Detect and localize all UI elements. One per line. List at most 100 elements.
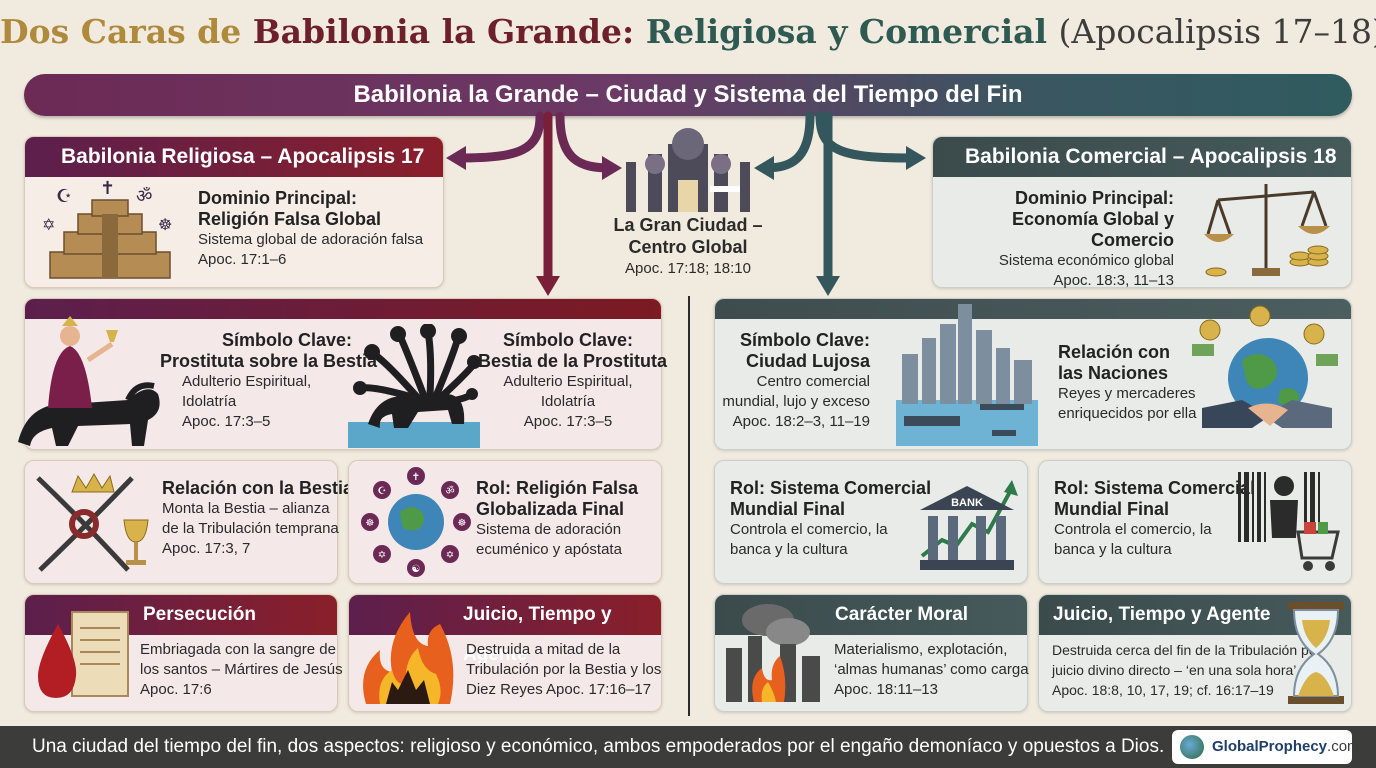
title-part-3: Religiosa y Comercial xyxy=(645,12,1048,51)
religions-globe-icon: ✝ॐ☸✡ ☯✡☸☪ xyxy=(361,467,471,577)
beast-relation-h: Relación con la Bestia xyxy=(162,478,354,498)
beast-symbol-ref: Apoc. 17:3–5 xyxy=(523,413,613,430)
role-commerce-1-h2: Mundial Final xyxy=(730,499,845,519)
title-part-4: (Apocalipsis 17–18) xyxy=(1058,12,1376,51)
beast-relation-text: Relación con la Bestia Monta la Bestia –… xyxy=(162,478,354,559)
scales-icon xyxy=(1204,184,1330,277)
judgment-right-ref: Apoc. 18:8, 10, 17, 19; cf. 16:17–19 xyxy=(1052,682,1274,698)
religious-symbols-bar xyxy=(25,299,661,319)
svg-text:ॐ: ॐ xyxy=(445,485,454,497)
slave-cart-icon xyxy=(1238,472,1340,571)
svg-text:✡: ✡ xyxy=(378,550,386,561)
role-religion-h1: Rol: Religión Falsa xyxy=(476,478,639,498)
city-symbol-ref: Apoc. 18:2–3, 11–19 xyxy=(732,413,870,430)
beast-relation-ref: Apoc. 17:3, 7 xyxy=(162,540,251,557)
city-icon xyxy=(626,128,750,212)
svg-text:☸: ☸ xyxy=(366,518,375,529)
logo-name: GlobalProphecy xyxy=(1212,738,1328,755)
center-title-1: La Gran Ciudad – xyxy=(613,215,763,235)
judgment-right-d2: juicio divino directo – ‘en una sola hor… xyxy=(1052,662,1297,678)
city-symbol-d1: Centro comercial xyxy=(756,373,870,390)
chains-crown-cup-icon xyxy=(36,472,149,572)
svg-text:✝: ✝ xyxy=(100,180,115,199)
burning-city-icon xyxy=(726,604,820,702)
money-globe-handshake-icon xyxy=(1192,305,1338,428)
footer-caption: Una ciudad del tiempo del fin, dos aspec… xyxy=(0,726,1376,768)
judgment-right-text: Destruida cerca del fin de la Tribulació… xyxy=(1052,640,1321,700)
seven-headed-beast-icon xyxy=(348,324,480,448)
svg-text:☪: ☪ xyxy=(378,486,387,497)
blood-scroll-icon xyxy=(38,611,129,698)
beast-symbol-d1: Adulterio Espiritual, xyxy=(503,373,633,390)
role-commerce-text-2: Rol: Sistema Comercial Mundial Final Con… xyxy=(1054,478,1256,560)
judgment-left-d3: Diez Reyes Apoc. 17:16–17 xyxy=(466,681,652,698)
persecution-ref: Apoc. 17:6 xyxy=(140,681,212,698)
nations-text: Relación con las Naciones Reyes y mercad… xyxy=(1058,342,1208,424)
role-commerce-1-h1: Rol: Sistema Comercial xyxy=(730,478,932,498)
svg-text:☸: ☸ xyxy=(458,518,467,529)
role-commerce-1-d2: banca y la cultura xyxy=(730,541,848,558)
role-religion-text: Rol: Religión Falsa Globalizada Final Si… xyxy=(476,478,660,560)
beast-symbol-d2: Idolatría xyxy=(540,393,596,410)
religious-domain-ref: Apoc. 17:1–6 xyxy=(198,251,287,268)
judgment-left-d2: Tribulación por la Bestia y los xyxy=(466,661,662,678)
bank-sign: BANK xyxy=(951,497,983,509)
role-religion-d2: ecuménico y apóstata xyxy=(476,541,622,558)
religious-domain-text: Dominio Principal: Religión Falsa Global… xyxy=(198,188,438,270)
role-religion-d1: Sistema de adoración xyxy=(476,521,622,538)
religious-domain-desc: Sistema global de adoración falsa xyxy=(198,231,424,248)
persecution-text: Embriagada con la sangre de los santos –… xyxy=(140,640,343,700)
site-logo[interactable]: GlobalProphecy.com xyxy=(1172,730,1360,764)
nations-d1: Reyes y mercaderes xyxy=(1058,385,1196,402)
judgment-left-text: Destruida a mitad de la Tribulación por … xyxy=(466,640,662,700)
logo-suffix: .com xyxy=(1327,738,1360,755)
beast-symbol-h2: Bestia de la Prostituta xyxy=(478,351,668,371)
role-commerce-2-h1: Rol: Sistema Comercial xyxy=(1054,478,1256,498)
city-symbol-text: Símbolo Clave: Ciudad Lujosa Centro come… xyxy=(718,330,870,432)
prostitute-symbol-ref: Apoc. 17:3–5 xyxy=(182,413,271,430)
commercial-domain-desc: Sistema económico global xyxy=(998,252,1174,269)
role-commerce-1-d1: Controla el comercio, la xyxy=(730,521,888,538)
svg-text:✡: ✡ xyxy=(42,215,55,234)
title-part-1: Dos Caras de xyxy=(0,12,242,51)
moral-ref: Apoc. 18:11–13 xyxy=(834,681,938,698)
prostitute-symbol-text: Símbolo Clave: xyxy=(150,330,352,351)
persecution-d2: los santos – Mártires de Jesús xyxy=(140,661,343,678)
religious-domain-h1: Dominio Principal: xyxy=(198,188,358,208)
globe-icon xyxy=(1180,735,1204,759)
moral-d2: ‘almas humanas’ como carga xyxy=(834,661,1029,678)
judgment-left-d1: Destruida a mitad de la xyxy=(466,641,621,658)
woman-on-beast-icon xyxy=(18,316,160,446)
nations-h1: Relación con xyxy=(1058,342,1171,362)
role-commerce-text-1: Rol: Sistema Comercial Mundial Final Con… xyxy=(730,478,932,560)
commercial-domain-h2: Economía Global y Comercio xyxy=(1011,209,1174,250)
religious-domain-h2: Religión Falsa Global xyxy=(198,209,382,229)
page-title: Dos Caras de Babilonia la Grande: Religi… xyxy=(0,12,1376,51)
prostitute-symbol-d2: Idolatría xyxy=(182,393,237,410)
title-part-2: Babilonia la Grande: xyxy=(252,12,635,51)
commercial-header: Babilonia Comercial – Apocalipsis 18 xyxy=(933,137,1351,177)
prostitute-symbol-detail: Prostituta sobre la Bestia Adulterio Esp… xyxy=(160,351,378,432)
city-symbol-h2: Ciudad Lujosa xyxy=(745,351,870,371)
role-commerce-card-2 xyxy=(1038,460,1352,584)
hourglass-icon xyxy=(1288,602,1344,704)
fire-icon xyxy=(363,612,454,704)
nations-h2: las Naciones xyxy=(1058,363,1169,383)
bank-icon: BANK xyxy=(920,480,1018,570)
commercial-symbols-bar xyxy=(715,299,1351,319)
nations-d2: enriquecidos por ella xyxy=(1058,405,1197,422)
svg-text:☪: ☪ xyxy=(56,186,72,207)
svg-text:✝: ✝ xyxy=(412,472,420,483)
svg-text:☸: ☸ xyxy=(158,215,172,234)
beast-relation-d1: Monta la Bestia – alianza xyxy=(162,500,330,517)
center-caption: La Gran Ciudad – Centro Global Apoc. 17:… xyxy=(600,214,776,280)
prostitute-symbol-h2: Prostituta sobre la Bestia xyxy=(160,351,378,371)
religious-header: Babilonia Religiosa – Apocalipsis 17 xyxy=(25,137,443,177)
moral-text: Materialismo, explotación, ‘almas humana… xyxy=(834,640,1029,700)
role-commerce-2-d2: banca y la cultura xyxy=(1054,541,1172,558)
commercial-domain-h1: Dominio Principal: xyxy=(1014,188,1174,208)
role-religion-h2: Globalizada Final xyxy=(476,499,625,519)
prostitute-symbol-d1: Adulterio Espiritual, xyxy=(182,373,312,390)
ziggurat-icon: ☪ ✝ ॐ ✡ ☸ xyxy=(42,180,172,279)
